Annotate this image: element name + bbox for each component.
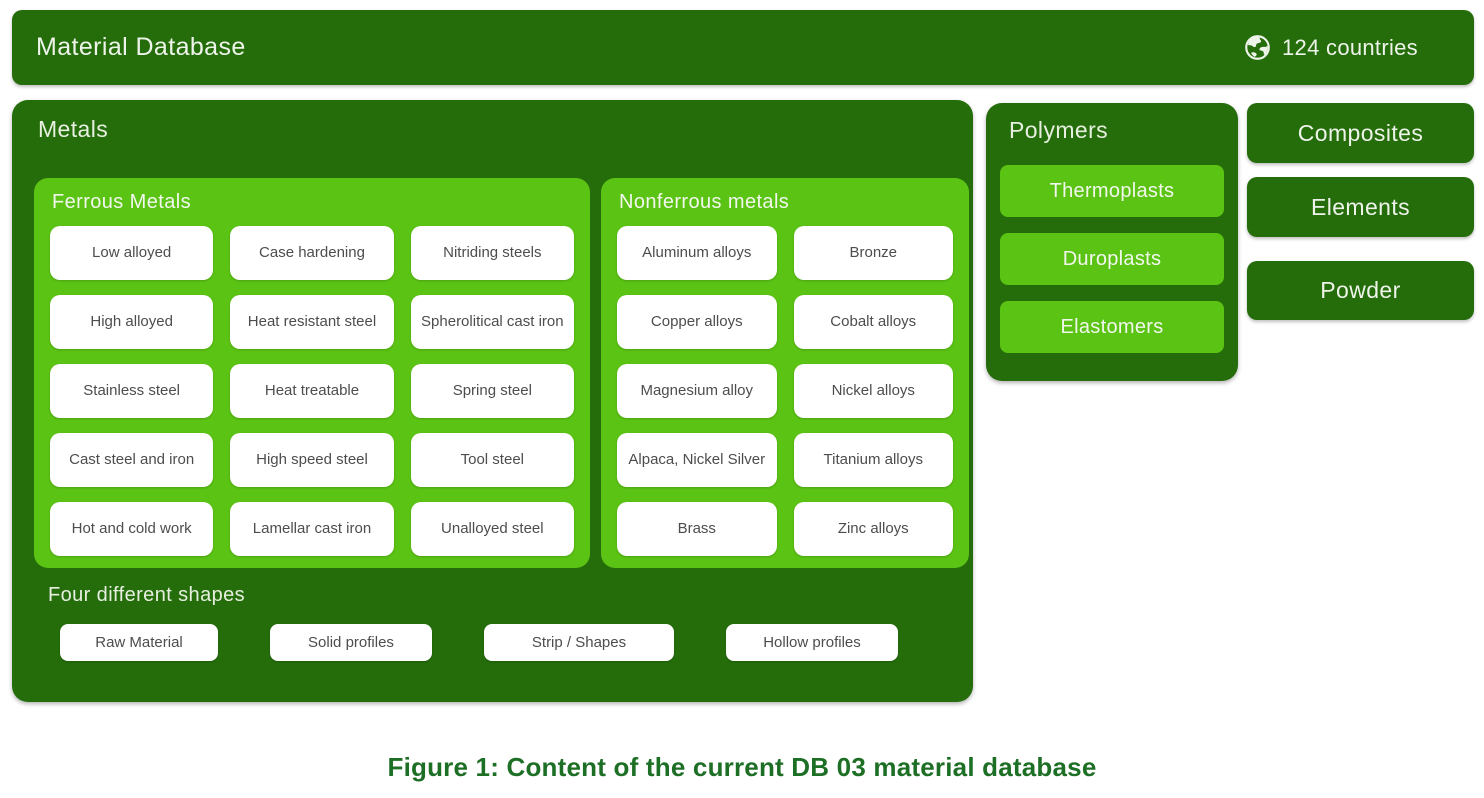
material-chip: High speed steel xyxy=(230,433,394,487)
polymer-chip: Duroplasts xyxy=(1000,233,1224,285)
material-chip: Low alloyed xyxy=(50,226,214,280)
shape-chip: Hollow profiles xyxy=(726,624,898,661)
category-elements: Elements xyxy=(1247,177,1474,237)
polymer-chip: Elastomers xyxy=(1000,301,1224,353)
material-chip: High alloyed xyxy=(50,295,214,349)
polymers-title: Polymers xyxy=(1009,117,1109,143)
material-chip: Titanium alloys xyxy=(793,433,953,487)
shapes-list: Raw Material Solid profiles Strip / Shapes… xyxy=(60,624,898,661)
material-chip: Zinc alloys xyxy=(793,502,953,556)
metals-section: Metals Ferrous Metals Low alloyed Case ha… xyxy=(12,100,973,702)
material-chip: Copper alloys xyxy=(617,295,777,349)
category-composites: Composites xyxy=(1247,103,1474,163)
page-title: Material Database xyxy=(36,33,246,61)
countries-count: 124 countries xyxy=(1282,34,1418,60)
material-chip: Aluminum alloys xyxy=(617,226,777,280)
material-chip: Stainless steel xyxy=(50,364,214,418)
globe-icon xyxy=(1245,35,1270,60)
countries-indicator: 124 countries xyxy=(1244,34,1418,61)
material-chip: Spring steel xyxy=(410,364,574,418)
material-chip: Magnesium alloy xyxy=(617,364,777,418)
material-chip: Spherolitical cast iron xyxy=(410,295,574,349)
material-chip: Tool steel xyxy=(410,433,574,487)
ferrous-metals-list: Low alloyed Case hardening Nitriding steel… xyxy=(34,214,590,572)
shape-chip: Strip / Shapes xyxy=(484,624,674,661)
material-chip: Cast steel and iron xyxy=(50,433,214,487)
category-powder: Powder xyxy=(1247,261,1474,320)
material-chip: Heat treatable xyxy=(230,364,394,418)
material-chip: Bronze xyxy=(793,226,953,280)
material-chip: Unalloyed steel xyxy=(410,502,574,556)
ferrous-metals-title: Ferrous Metals xyxy=(52,191,191,213)
polymer-chip: Thermoplasts xyxy=(1000,165,1224,217)
metals-title: Metals xyxy=(38,116,109,142)
material-chip: Case hardening xyxy=(230,226,394,280)
figure-caption: Figure 1: Content of the current DB 03 m… xyxy=(387,752,1097,782)
nonferrous-metals-title: Nonferrous metals xyxy=(619,191,790,213)
material-chip: Cobalt alloys xyxy=(793,295,953,349)
material-chip: Nitriding steels xyxy=(410,226,574,280)
header-bar: Material Database 124 countries xyxy=(12,10,1474,85)
material-chip: Lamellar cast iron xyxy=(230,502,394,556)
material-chip: Hot and cold work xyxy=(50,502,214,556)
shape-chip: Solid profiles xyxy=(270,624,432,661)
material-chip: Nickel alloys xyxy=(793,364,953,418)
ferrous-metals-panel: Ferrous Metals Low alloyed Case hardening… xyxy=(34,178,590,568)
material-chip: Alpaca, Nickel Silver xyxy=(617,433,777,487)
shapes-title: Four different shapes xyxy=(48,584,246,606)
material-chip: Brass xyxy=(617,502,777,556)
shape-chip: Raw Material xyxy=(60,624,218,661)
material-chip: Heat resistant steel xyxy=(230,295,394,349)
